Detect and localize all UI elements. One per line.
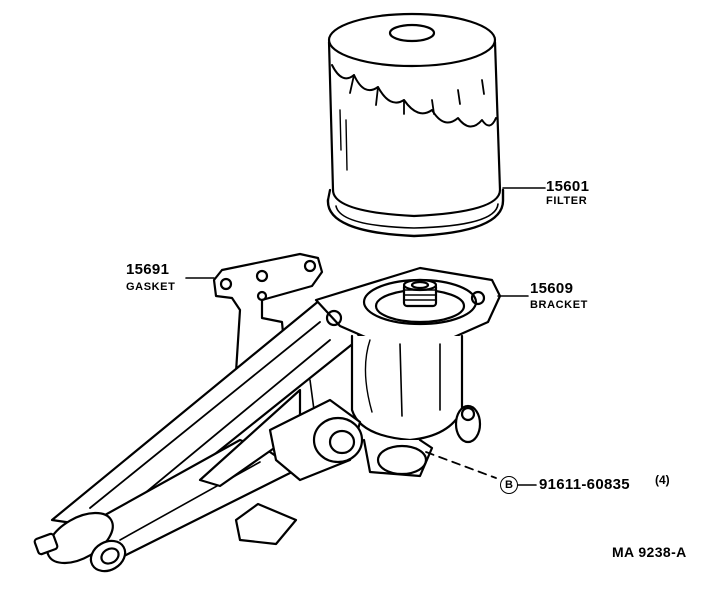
gasket-shape (212, 254, 322, 398)
bolt-quantity: (4) (655, 473, 670, 487)
gasket-part-number: 15691 (126, 261, 170, 278)
filter-part-name: FILTER (546, 195, 588, 207)
oil-filter-shape (328, 14, 503, 236)
bracket-part-name: BRACKET (530, 299, 588, 311)
figure-reference: MA 9238-A (612, 544, 687, 560)
bolt-part-number: 91611-60835 (539, 476, 630, 493)
bracket-part-number: 15609 (530, 280, 574, 297)
bolt-dashed-line (426, 452, 496, 478)
bolt-badge-icon: B (500, 476, 518, 494)
bracket-shape (34, 268, 500, 577)
gasket-part-name: GASKET (126, 281, 176, 293)
filter-part-number: 15601 (546, 178, 590, 195)
